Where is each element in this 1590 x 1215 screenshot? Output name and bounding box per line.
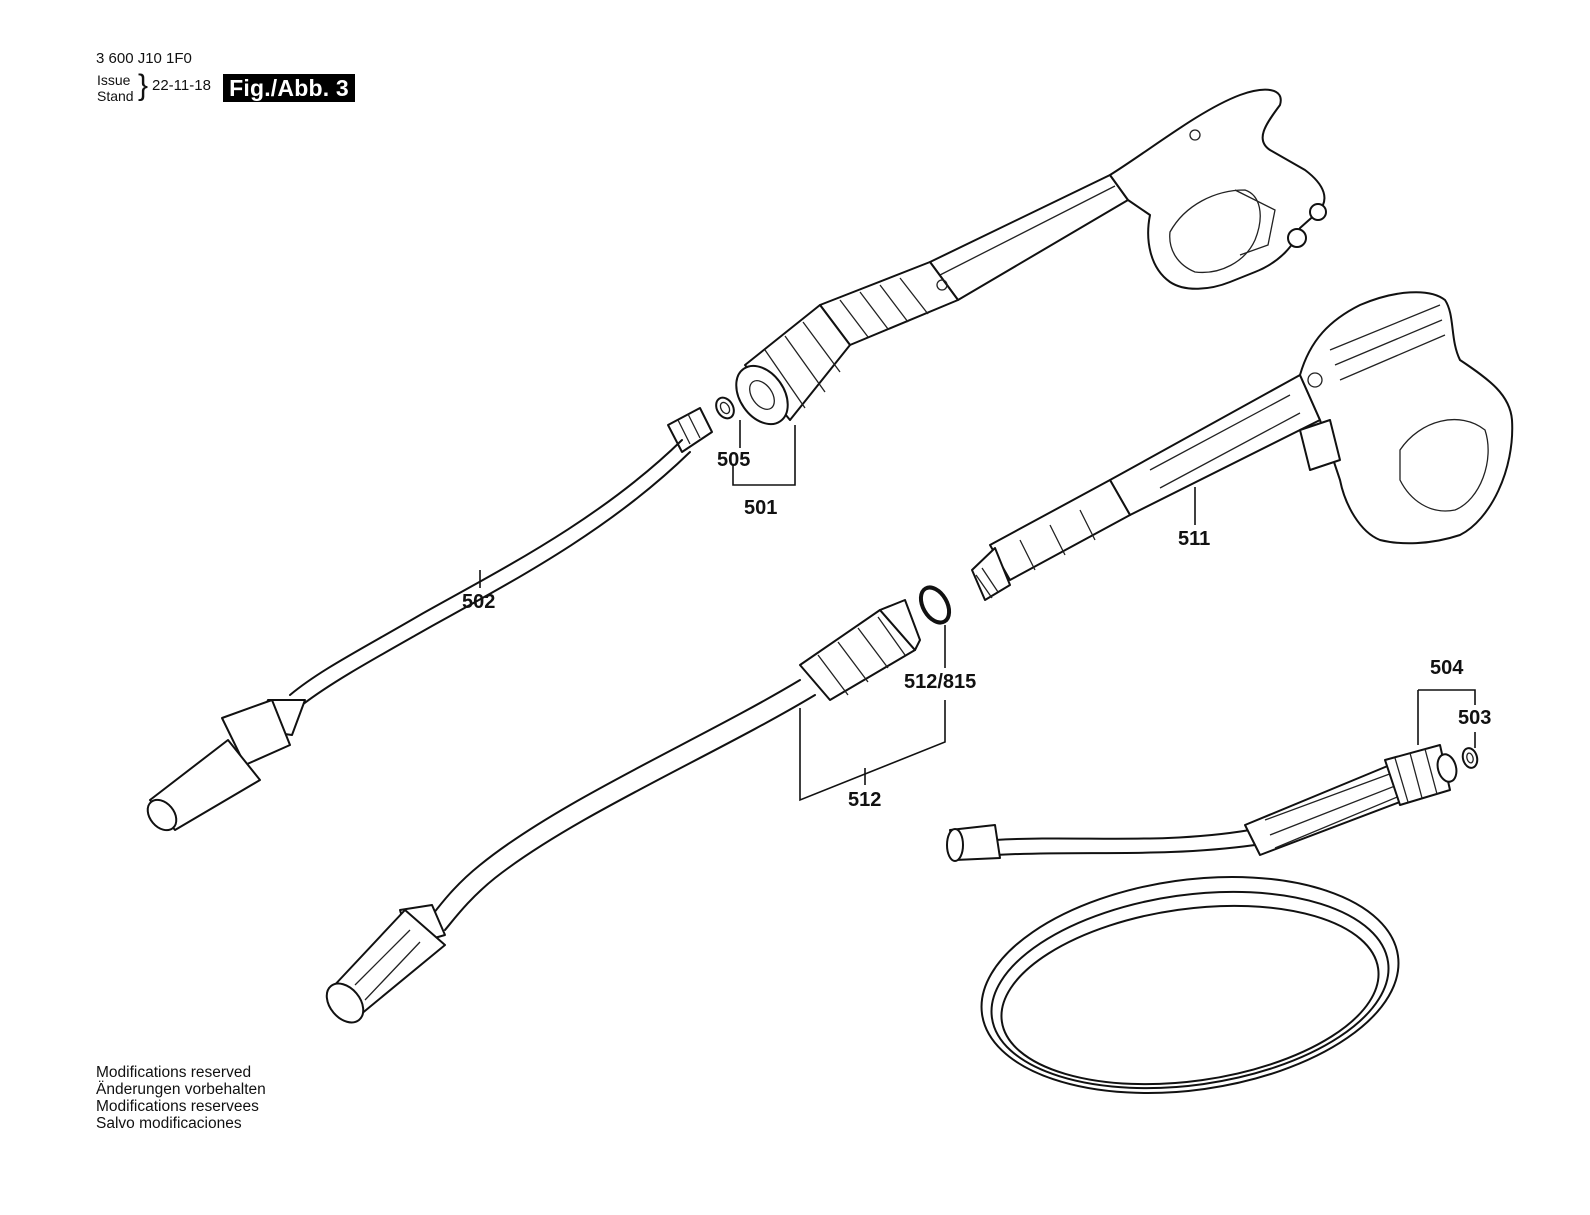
leader-lines <box>479 420 1476 802</box>
brace-glyph: } <box>138 69 149 102</box>
high-pressure-hose-504-illustration <box>946 744 1479 1095</box>
modifications-notice: Modifications reserved Änderungen vorbeh… <box>96 1064 266 1132</box>
part-label-501: 501 <box>744 497 778 519</box>
part-label-512: 512 <box>848 789 882 811</box>
upper-spray-gun-illustration <box>735 88 1327 426</box>
part-label-511: 511 <box>1178 528 1211 550</box>
part-label-512-815: 512/815 <box>904 671 977 693</box>
stand-label: Stand <box>97 88 134 104</box>
issue-label: Issue <box>97 72 131 88</box>
o-ring-512-815-illustration <box>918 585 952 625</box>
footer-line-es: Salvo modificaciones <box>96 1115 242 1132</box>
spray-lance-512-illustration <box>325 599 921 1024</box>
part-label-504: 504 <box>1430 657 1464 679</box>
washer-505-illustration <box>715 396 735 420</box>
part-label-503: 503 <box>1458 707 1492 729</box>
footer-line-en: Modifications reserved <box>96 1064 252 1081</box>
issue-date: 22-11-18 <box>152 77 211 94</box>
figure-label: Fig./Abb. 3 <box>223 74 355 102</box>
document-code: 3 600 J10 1F0 <box>96 50 192 67</box>
lower-spray-gun-illustration <box>971 291 1514 601</box>
part-label-505: 505 <box>717 449 751 471</box>
footer-line-fr: Modifications reservees <box>96 1098 259 1115</box>
spray-lance-502-illustration <box>146 407 713 832</box>
issue-stand-labels: Issue Stand <box>97 72 134 104</box>
part-label-502: 502 <box>462 591 496 613</box>
footer-line-de: Änderungen vorbehalten <box>96 1081 266 1098</box>
